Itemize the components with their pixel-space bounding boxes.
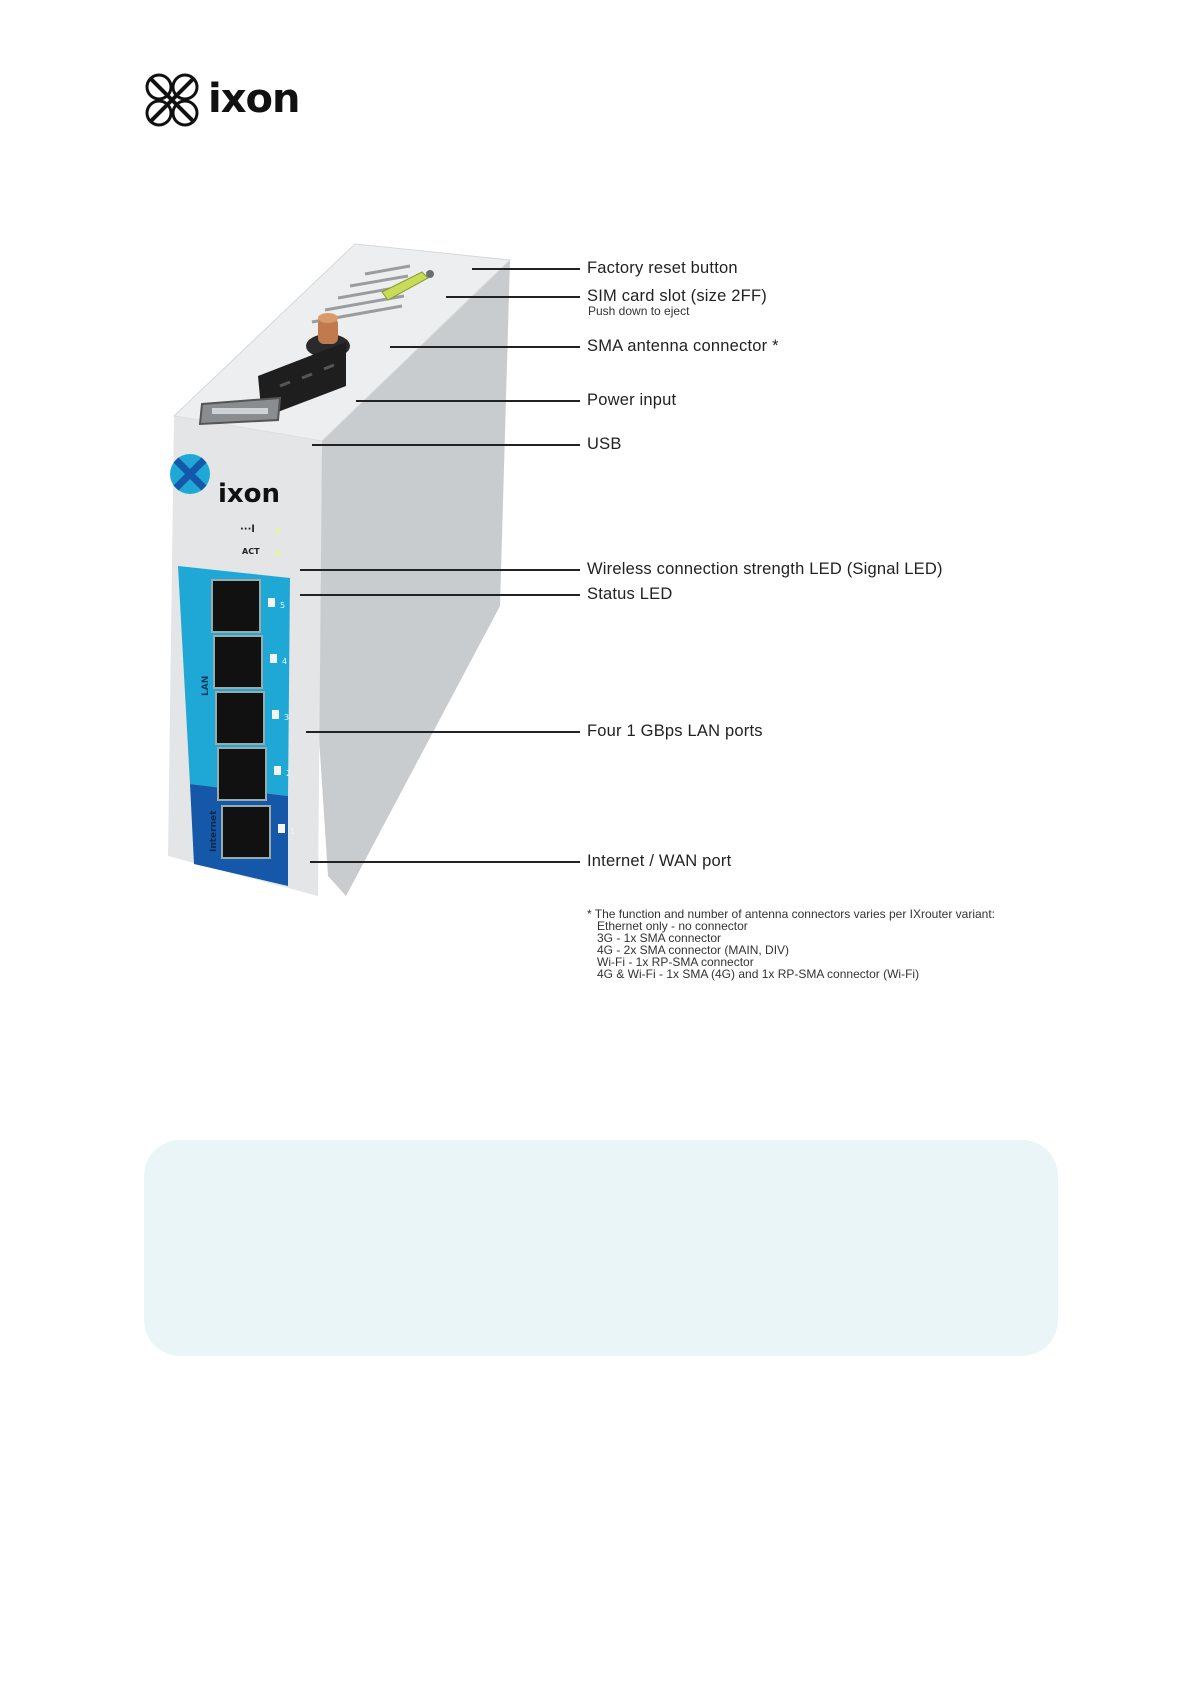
port-number-2: 2 <box>286 769 291 778</box>
status-led-shape <box>275 550 281 556</box>
factory-reset-button-shape <box>426 270 434 278</box>
leader-wan-port <box>310 861 580 863</box>
footnote-line: 4G - 2x SMA connector (MAIN, DIV) <box>597 943 790 957</box>
footnote-intro: * The function and number of antenna con… <box>587 907 996 921</box>
label-sma-antenna: SMA antenna connector * <box>587 337 779 355</box>
ixon-wordmark: ixon <box>208 76 300 122</box>
leader-status-led <box>300 594 580 596</box>
label-lan-ports: Four 1 GBps LAN ports <box>587 722 763 740</box>
ixon-logo-icon <box>145 73 199 127</box>
wan-port-shape <box>221 805 271 859</box>
label-sim-slot-note: Push down to eject <box>588 304 690 318</box>
leader-usb <box>312 444 580 446</box>
signal-led-mark: ···l <box>240 524 255 535</box>
footnote-line: 3G - 1x SMA connector <box>597 931 722 945</box>
act-led-mark: ACT <box>242 547 260 556</box>
internet-mark: Internet <box>209 810 219 852</box>
label-factory-reset: Factory reset button <box>587 259 738 277</box>
sim-slot-shape <box>381 271 429 301</box>
lan-ports <box>211 579 267 801</box>
footnote-line: Wi-Fi - 1x RP-SMA connector <box>597 955 754 969</box>
ixrouter-device-illustration: ixon ···l ACT LAN Internet 5 4 3 2 1 <box>168 243 512 896</box>
leader-power-input <box>356 400 580 402</box>
sma-connector-shape <box>318 318 338 344</box>
device-brand-text: ixon <box>218 479 280 509</box>
info-box <box>144 1140 1058 1356</box>
leader-sim-slot <box>446 296 580 298</box>
device-ixon-logo-icon <box>170 454 210 494</box>
leader-lan-ports <box>306 731 580 733</box>
label-signal-led: Wireless connection strength LED (Signal… <box>587 560 943 578</box>
port-number-4: 4 <box>282 657 287 666</box>
leader-factory-reset <box>472 268 580 270</box>
port-number-3: 3 <box>284 713 289 722</box>
lan-mark: LAN <box>201 676 211 696</box>
footnote-line: 4G & Wi-Fi - 1x SMA (4G) and 1x RP-SMA c… <box>597 967 920 981</box>
ixon-logo: ixon <box>144 72 304 128</box>
port-number-1: 1 <box>290 827 295 836</box>
label-usb: USB <box>587 435 622 453</box>
leader-sma-antenna <box>390 346 580 348</box>
port-number-5: 5 <box>280 601 285 610</box>
signal-led-shape <box>275 528 281 534</box>
antenna-footnote: * The function and number of antenna con… <box>587 908 1057 980</box>
label-sim-slot: SIM card slot (size 2FF) <box>587 287 767 305</box>
footnote-line: Ethernet only - no connector <box>597 919 748 933</box>
label-power-input: Power input <box>587 391 677 409</box>
label-status-led: Status LED <box>587 585 673 603</box>
label-wan-port: Internet / WAN port <box>587 852 732 870</box>
leader-signal-led <box>300 569 580 571</box>
